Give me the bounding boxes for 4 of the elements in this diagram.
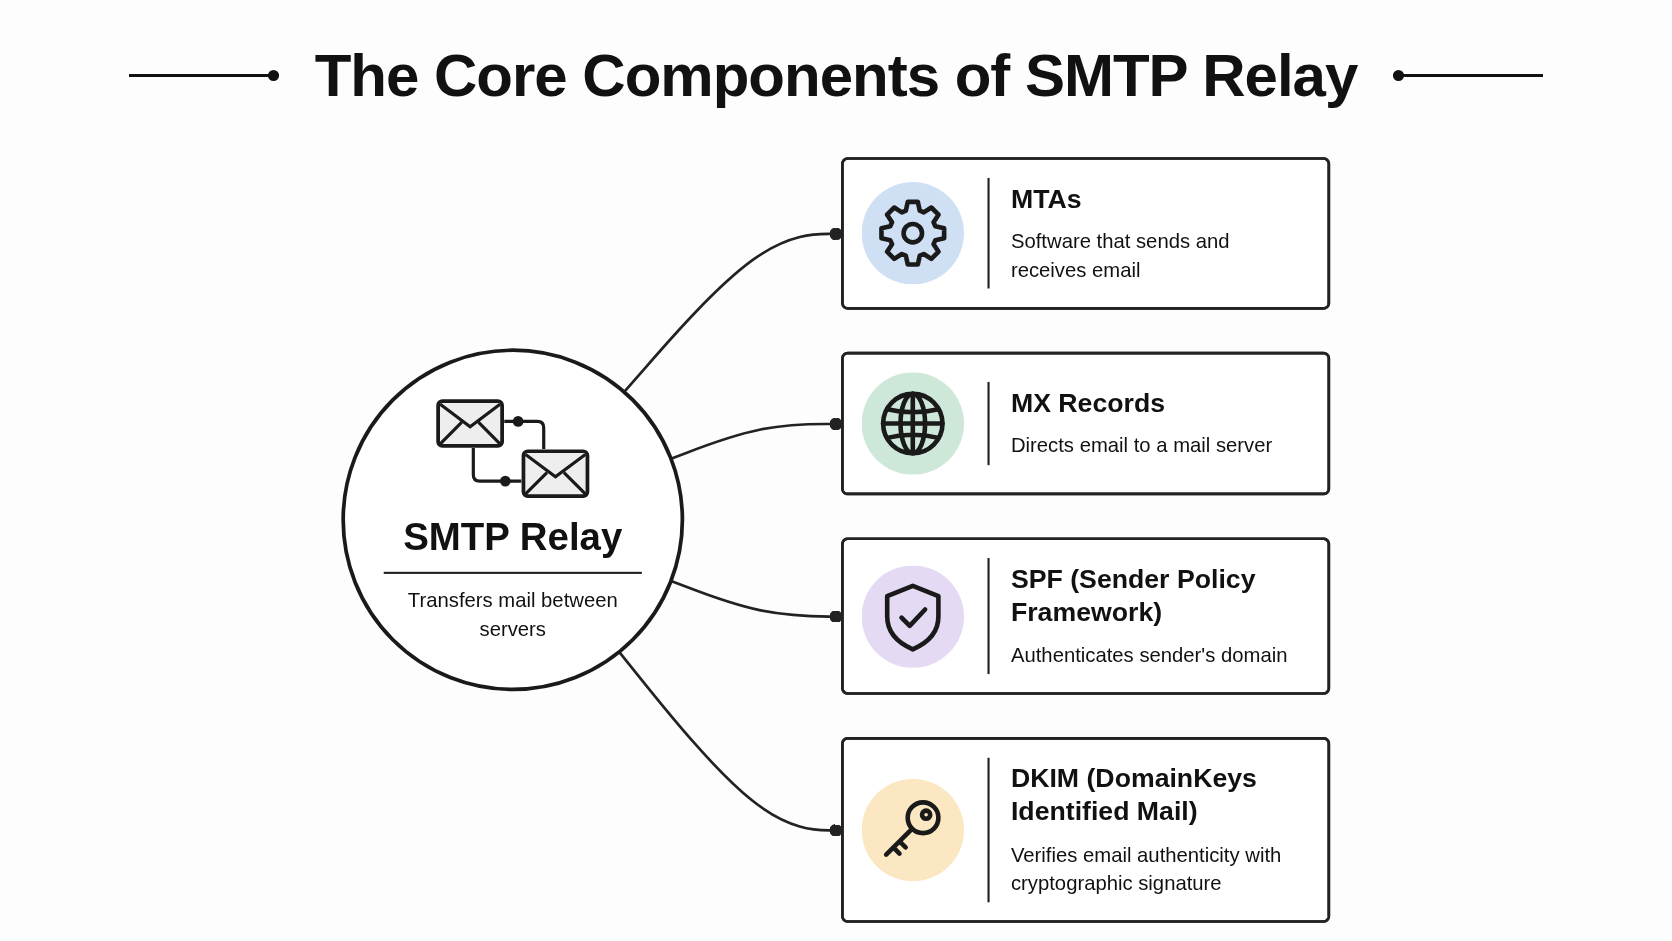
connector [623,227,843,393]
node-circle: SMTP Relay Transfers mail between servers [341,348,685,692]
connector [618,651,843,837]
title: The Core Components of SMTP Relay [314,40,1358,110]
